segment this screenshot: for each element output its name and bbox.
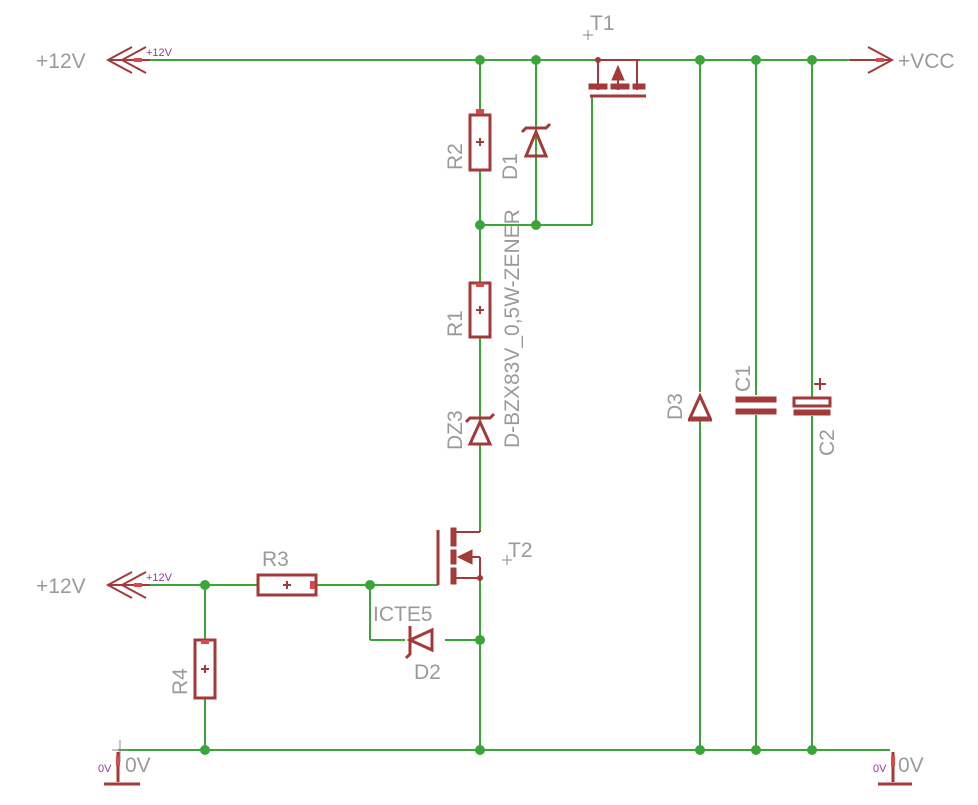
resistor-r3[interactable]: R3: [256, 548, 318, 597]
junction-dot: [695, 745, 705, 755]
transistor-t2[interactable]: T2: [436, 527, 533, 585]
junction-dot: [475, 745, 485, 755]
r3-label: R3: [262, 548, 289, 571]
port-12v-bottom-label: +12V: [36, 575, 86, 598]
ground-left-net: 0V: [98, 763, 112, 775]
junction-dot: [751, 55, 761, 65]
diode-d3[interactable]: D3: [664, 392, 713, 422]
junctions: [200, 55, 817, 755]
dz3-label: DZ3: [444, 410, 467, 450]
t1-label: T1: [590, 12, 615, 35]
junction-dot: [200, 745, 210, 755]
junction-dot: [475, 220, 485, 230]
junction-dot: [807, 55, 817, 65]
port-12v-bottom: +12V +12V: [36, 571, 173, 599]
resistor-r2[interactable]: R2: [444, 109, 492, 172]
c2-label: C2: [816, 429, 839, 456]
junction-dot: [200, 580, 210, 590]
capacitor-c1[interactable]: C1: [732, 365, 777, 415]
resistor-r1[interactable]: R1: [444, 281, 492, 339]
junction-dot: [475, 635, 485, 645]
transistor-t1[interactable]: T1: [583, 12, 646, 98]
r2-label: R2: [444, 143, 467, 170]
port-vcc-label: +VCC: [898, 50, 955, 73]
c1-label: C1: [732, 365, 755, 392]
d2-value: ICTE5: [373, 603, 433, 626]
ground-right-net: 0V: [873, 763, 887, 775]
t2-label: T2: [508, 539, 533, 562]
port-12v-bottom-net: +12V: [146, 572, 173, 584]
capacitor-c2[interactable]: C2: [792, 378, 839, 456]
d1-value: D-BZX83V_0,5W-ZENER: [501, 209, 524, 448]
junction-dot: [531, 220, 541, 230]
ground-right: 0V 0V: [873, 752, 924, 786]
ground-left: 0V 0V: [98, 740, 151, 786]
junction-dot: [695, 55, 705, 65]
port-12v-top: +12V +12V: [36, 46, 173, 74]
d2-label: D2: [414, 661, 441, 684]
junction-dot: [531, 55, 541, 65]
d3-label: D3: [664, 393, 687, 420]
port-12v-top-label: +12V: [36, 50, 86, 73]
d1-label: D1: [499, 153, 522, 180]
port-12v-top-net: +12V: [146, 47, 173, 59]
ground-right-label: 0V: [898, 754, 924, 777]
zener-diode-dz3[interactable]: DZ3: [444, 410, 496, 450]
zener-diode-d1[interactable]: D1 D-BZX83V_0,5W-ZENER: [499, 122, 552, 448]
ground-left-label: 0V: [125, 754, 151, 777]
junction-dot: [365, 580, 375, 590]
r4-label: R4: [169, 668, 192, 695]
r1-label: R1: [444, 310, 467, 337]
port-vcc: +VCC: [850, 46, 955, 74]
junction-dot: [751, 745, 761, 755]
junction-dot: [475, 55, 485, 65]
junction-dot: [807, 745, 817, 755]
resistor-r4[interactable]: R4: [169, 638, 217, 700]
diode-d2[interactable]: ICTE5 D2: [373, 603, 441, 684]
